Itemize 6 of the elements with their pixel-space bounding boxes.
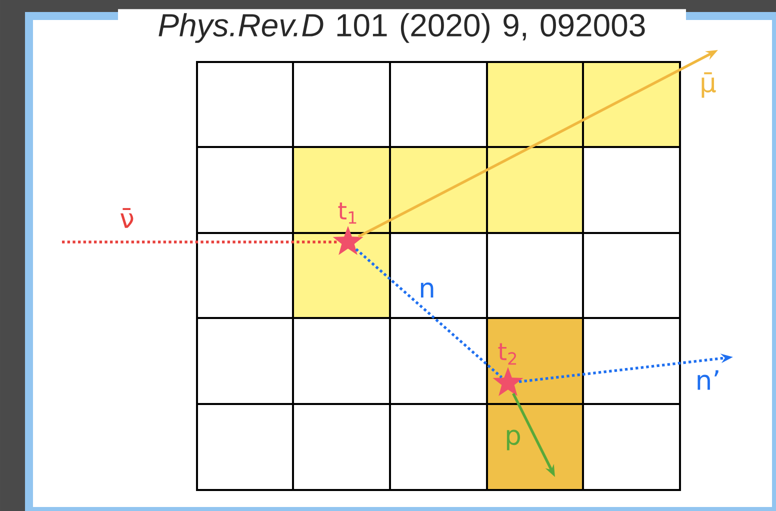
edge-label: μ̄: [702, 72, 716, 98]
edge-label: p: [506, 430, 520, 450]
edge-label: n: [420, 282, 434, 298]
title: Phys.Rev.D 101 (2020) 9, 092003: [118, 9, 686, 47]
edge-label: ν̄: [120, 208, 134, 228]
edge-label: n’: [698, 370, 718, 390]
